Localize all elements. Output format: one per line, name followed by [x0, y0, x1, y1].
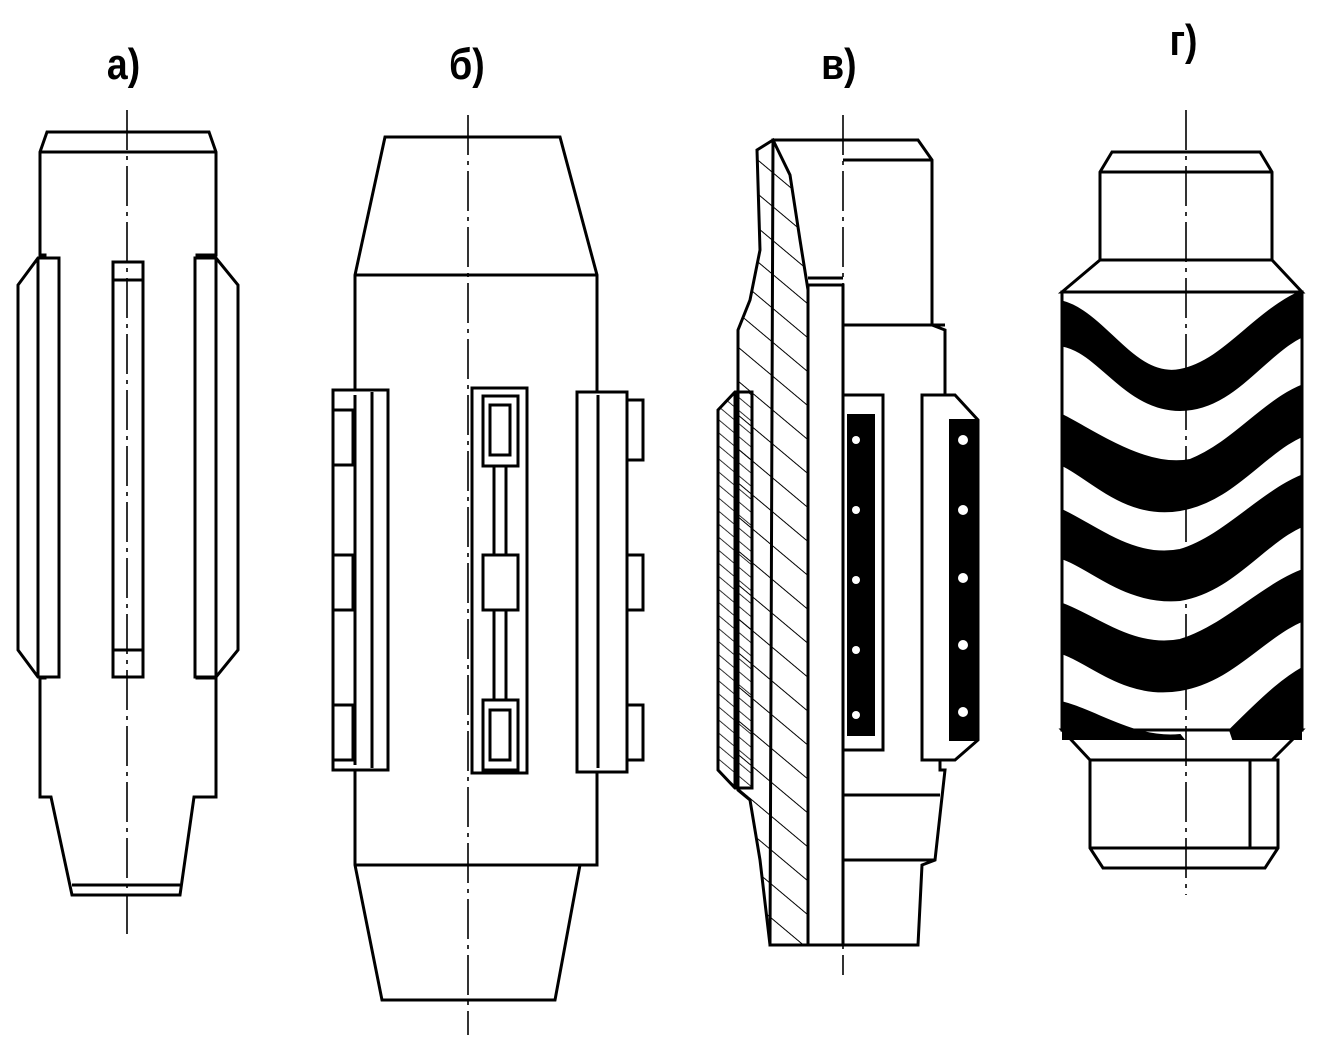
fig-a-center-blade	[111, 260, 145, 679]
figure-g-stabilizer	[1057, 110, 1306, 895]
label-b: б)	[449, 40, 485, 89]
fig-b-right-blade	[575, 390, 629, 774]
fig-v-section-hatch	[736, 137, 810, 947]
figure-a-stabilizer	[16, 110, 240, 940]
figure-b-stabilizer	[331, 115, 645, 1035]
label-g: г)	[1169, 16, 1198, 65]
label-v: в)	[821, 40, 857, 89]
fig-g-spiral-blades	[1062, 290, 1302, 740]
label-a: а)	[106, 40, 141, 89]
figure-v-stabilizer	[716, 115, 980, 975]
